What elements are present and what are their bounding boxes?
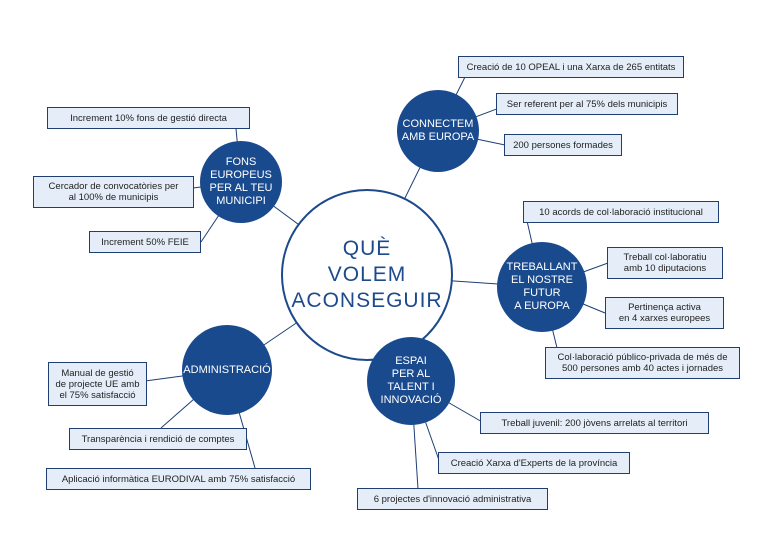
center-line-1: QUÈ: [342, 237, 392, 260]
topic-administracio-line-1: ADMINISTRACIÓ: [183, 363, 271, 376]
topic-fons-line-2: EUROPEUS: [210, 169, 272, 181]
topic-espai-talent-innovacio: ESPAI PER AL TALENT I INNOVACIÓ: [367, 337, 455, 425]
goal-acords-collaboracio: 10 acords de col·laboració institucional: [523, 201, 719, 223]
goal-transparencia: Transparència i rendició de comptes: [69, 428, 247, 450]
goal-text: Treball col·laboratiu: [623, 252, 707, 263]
goal-text: de projecte UE amb: [55, 378, 140, 390]
goal-referent-municipis: Ser referent per al 75% dels municipis: [496, 93, 678, 115]
goal-text: en 4 xarxes europees: [618, 313, 711, 324]
goal-cercador-convocatories: Cercador de convocatòries per al 100% de…: [33, 176, 194, 208]
goal-text: 200 persones formades: [513, 139, 613, 151]
topic-treballant-futur-europa: TREBALLANT EL NOSTRE FUTUR A EUROPA: [497, 242, 587, 332]
topic-treballant-line-1: TREBALLANT: [506, 261, 578, 273]
goal-treball-diputacions: Treball col·laboratiu amb 10 diputacions: [607, 247, 723, 279]
topic-connectem-line-2: AMB EUROPA: [401, 131, 475, 143]
goal-text: Cercador de convocatòries per: [48, 181, 179, 192]
goal-xarxa-experts: Creació Xarxa d'Experts de la província: [438, 452, 630, 474]
goal-persones-formades: 200 persones formades: [504, 134, 622, 156]
goal-text: amb 10 diputacions: [623, 263, 707, 274]
topic-espai-line-4: INNOVACIÓ: [380, 394, 442, 406]
goal-eurodival: Aplicació informàtica EURODIVAL amb 75% …: [46, 468, 311, 490]
goal-text: Pertinença activa: [628, 302, 701, 313]
goal-text: 6 projectes d'innovació administrativa: [373, 493, 532, 505]
goal-treball-juvenil: Treball juvenil: 200 jòvens arrelats al …: [480, 412, 709, 434]
topic-treballant-line-3: FUTUR: [523, 287, 561, 299]
topic-connectem-line-1: CONNECTEM: [402, 118, 474, 130]
topic-connectem-amb-europa: CONNECTEM AMB EUROPA: [397, 90, 479, 172]
topic-treballant-line-4: A EUROPA: [514, 300, 570, 312]
goal-text: Increment 50% FEIE: [101, 236, 189, 248]
center-line-2: VOLEM: [327, 263, 407, 286]
topic-administracio: ADMINISTRACIÓ: [182, 325, 272, 415]
goal-increment-fons-gestio-directa: Increment 10% fons de gestió directa: [47, 107, 250, 129]
topic-fons-line-3: PER AL TEU: [209, 182, 273, 194]
goal-text: Creació de 10 OPEAL i una Xarxa de 265 e…: [466, 61, 676, 73]
goal-text: Aplicació informàtica EURODIVAL amb 75% …: [61, 473, 296, 485]
goal-projectes-innovacio: 6 projectes d'innovació administrativa: [357, 488, 548, 510]
goal-text: el 75% satisfacció: [59, 389, 136, 401]
goal-increment-feie: Increment 50% FEIE: [89, 231, 201, 253]
goal-text: Increment 10% fons de gestió directa: [70, 112, 227, 124]
topic-fons-line-1: FONS: [225, 156, 257, 168]
topic-espai-line-3: TALENT I: [387, 381, 435, 393]
topic-treballant-line-2: EL NOSTRE: [511, 274, 573, 286]
goal-xarxes-europees: Pertinença activa en 4 xarxes europees: [605, 297, 724, 329]
goal-text: Transparència i rendició de comptes: [81, 433, 235, 445]
topic-fons-line-4: MUNICIPI: [216, 195, 266, 207]
goal-text: al 100% de municipis: [68, 192, 159, 203]
topic-fons-europeus: FONS EUROPEUS PER AL TEU MUNICIPI: [200, 141, 282, 223]
goal-text: Ser referent per al 75% dels municipis: [506, 98, 668, 110]
topic-espai-line-1: ESPAI: [395, 355, 427, 367]
goal-text: Col·laboració público-privada de més de: [557, 352, 728, 363]
goal-text: Creació Xarxa d'Experts de la província: [450, 457, 618, 469]
goal-creacio-opeal: Creació de 10 OPEAL i una Xarxa de 265 e…: [458, 56, 684, 78]
goal-collaboracio-publico-privada: Col·laboració público-privada de més de …: [545, 347, 740, 379]
topic-espai-line-2: PER AL: [391, 368, 431, 380]
goal-text: 500 persones amb 40 actes i jornades: [561, 363, 724, 374]
center-line-3: ACONSEGUIR: [291, 289, 443, 312]
central-goal-circle: QUÈ VOLEM ACONSEGUIR: [281, 189, 453, 361]
goal-manual-gestio: Manual de gestió de projecte UE amb el 7…: [48, 362, 147, 406]
goal-text: Manual de gestió: [61, 367, 134, 379]
goal-text: 10 acords de col·laboració institucional: [539, 206, 703, 218]
goal-text: Treball juvenil: 200 jòvens arrelats al …: [501, 417, 688, 429]
